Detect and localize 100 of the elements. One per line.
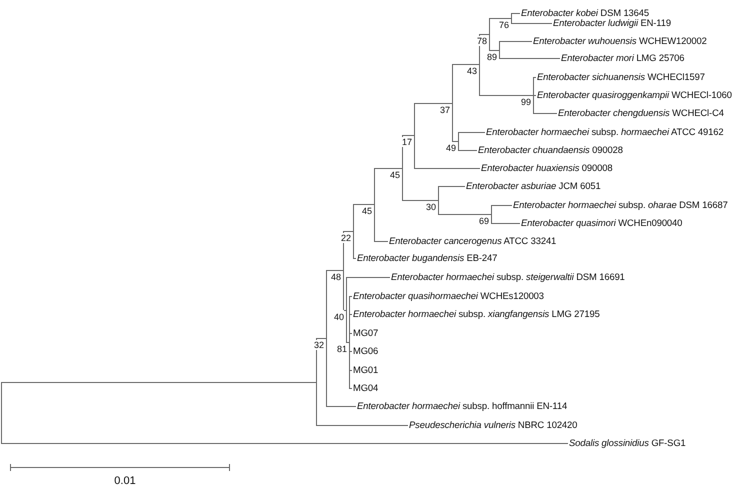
tree-branch [402, 135, 414, 136]
taxon-label: Enterobacter chengduensis WCHECl-C4 [558, 107, 724, 119]
tree-branch [438, 186, 466, 187]
tree-branch [500, 41, 532, 42]
bootstrap-value: 17 [400, 137, 413, 147]
tree-branch [344, 231, 354, 232]
clade-line [458, 132, 459, 151]
clade-line [499, 41, 500, 59]
taxon-label: Enterobacter huaxiensis 090008 [481, 162, 612, 174]
bootstrap-value: 45 [360, 206, 373, 216]
tree-branch [512, 13, 520, 14]
tree-branch [490, 50, 500, 51]
tree-branch [438, 214, 492, 215]
tree-branch [452, 64, 480, 65]
tree-branch [326, 270, 344, 271]
taxon-label: MG01 [353, 364, 378, 376]
tree-branch [500, 58, 560, 59]
clade-line [511, 13, 512, 24]
tree-branch [534, 113, 558, 114]
tree-branch [326, 406, 356, 407]
tree-branch [492, 223, 520, 224]
taxon-label: Pseudescherichia vulneris NBRC 102420 [409, 419, 578, 431]
tree-branch [316, 425, 408, 426]
bootstrap-value: 45 [388, 170, 401, 180]
bootstrap-value: 37 [438, 105, 451, 115]
tree-branch [350, 388, 352, 389]
clade-line [452, 64, 453, 142]
clade-line [479, 34, 480, 96]
tree-branch [402, 200, 438, 201]
taxon-label: Enterobacter sichuanensis WCHECl1597 [537, 71, 705, 83]
bootstrap-value: 89 [486, 52, 498, 62]
bootstrap-value: 69 [478, 216, 490, 226]
bootstrap-value: 76 [498, 20, 510, 30]
taxon-label: Enterobacter hormaechei subsp. hormaechei ATCC 49162 [486, 126, 724, 138]
taxon-label: Enterobacter hormaechei subsp. xiangfangensis LMG 27195 [353, 308, 600, 320]
bootstrap-value: 32 [312, 340, 325, 350]
tree-branch [512, 23, 552, 24]
clade-line [349, 296, 350, 389]
clade-line [491, 205, 492, 224]
tree-branch [414, 103, 452, 104]
taxon-label: Enterobacter hormaechei subsp. steigerwaltii DSM 16691 [391, 271, 625, 283]
taxon-label: Sodalis glossinidius GF-SG1 [569, 437, 686, 449]
tree-branch [480, 95, 534, 96]
clade-line [533, 77, 534, 114]
taxon-label: MG07 [353, 327, 378, 339]
tree-branch [354, 204, 374, 205]
taxon-label: Enterobacter wuhouensis WCHEW120002 [533, 35, 707, 47]
tree-branch [346, 277, 390, 278]
tree-branch [490, 18, 512, 19]
tree-branch [452, 141, 458, 142]
clade-line [1, 382, 2, 444]
clade-line [414, 103, 415, 169]
taxon-label: Enterobacter quasiroggenkampii WCHECl-1060 [537, 89, 732, 101]
tree-branch [346, 342, 350, 343]
tree-branch [316, 338, 326, 339]
taxon-label: Enterobacter mori LMG 25706 [561, 52, 684, 64]
tree-branch [374, 168, 402, 169]
bootstrap-value: 43 [466, 66, 478, 76]
tree-branch [350, 333, 352, 334]
clade-line [489, 18, 490, 51]
bootstrap-value: 81 [336, 344, 348, 354]
bootstrap-value: 40 [332, 312, 345, 322]
tree-branch [350, 314, 352, 315]
tree-branch [2, 443, 568, 444]
tree-branch [414, 168, 480, 169]
clade-line [326, 270, 327, 407]
bootstrap-value: 30 [424, 202, 437, 212]
clade-line [374, 168, 375, 242]
bootstrap-value: 99 [520, 97, 532, 107]
bootstrap-value: 48 [330, 272, 342, 282]
taxon-label: Enterobacter kobei DSM 13645 [521, 7, 650, 19]
tree-branch [350, 296, 352, 297]
taxon-label: Enterobacter cancerogenus ATCC 33241 [389, 235, 556, 247]
taxon-label: MG04 [353, 382, 378, 394]
tree-branch [374, 241, 388, 242]
bootstrap-value: 49 [444, 143, 457, 153]
clade-line [346, 277, 347, 343]
tree-branch [350, 351, 352, 352]
taxon-label: Enterobacter chuandaensis 090028 [478, 144, 623, 156]
tree-branch [2, 382, 316, 383]
clade-line [438, 186, 439, 215]
bootstrap-value: 22 [340, 233, 352, 243]
taxon-label: Enterobacter quasihormaechei WCHEs120003 [353, 290, 544, 302]
taxon-label: Enterobacter bugandensis EB-247 [357, 252, 498, 264]
taxon-label: Enterobacter ludwigii EN-119 [553, 17, 671, 29]
taxon-label: Enterobacter hormaechei subsp. hoffmannii EN-114 [357, 400, 568, 412]
clade-line [343, 231, 344, 310]
tree-branch [354, 258, 356, 259]
taxon-label: Enterobacter asburiae JCM 6051 [466, 180, 601, 192]
bootstrap-value: 78 [476, 36, 488, 46]
taxon-label: Enterobacter quasimori WCHEn090040 [521, 217, 682, 229]
clade-line [316, 338, 317, 426]
tree-branch [344, 310, 346, 311]
clade-line [353, 204, 354, 259]
tree-branch [350, 370, 352, 371]
tree-branch [534, 77, 536, 78]
taxon-label: Enterobacter hormaechei subsp. oharae DSM 16687 [513, 199, 728, 211]
tree-branch [458, 132, 486, 133]
taxon-label: MG06 [353, 345, 378, 357]
tree-branch [458, 150, 478, 151]
